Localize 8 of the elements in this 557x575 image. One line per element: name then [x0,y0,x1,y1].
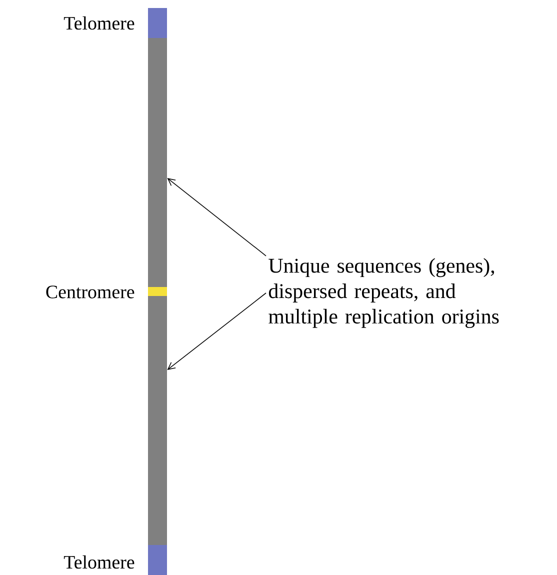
callout-text: Unique sequences (genes), dispersed repeats, and multiple replication origins [268,258,499,328]
part-label: Centromere [46,286,134,298]
part-label: Telomere [64,555,134,569]
leader-arrow [167,292,266,370]
leader-arrow [167,178,266,256]
chromosome-arm [148,296,167,545]
chromosome-arm [148,38,167,287]
part-label: Telomere [64,16,134,30]
